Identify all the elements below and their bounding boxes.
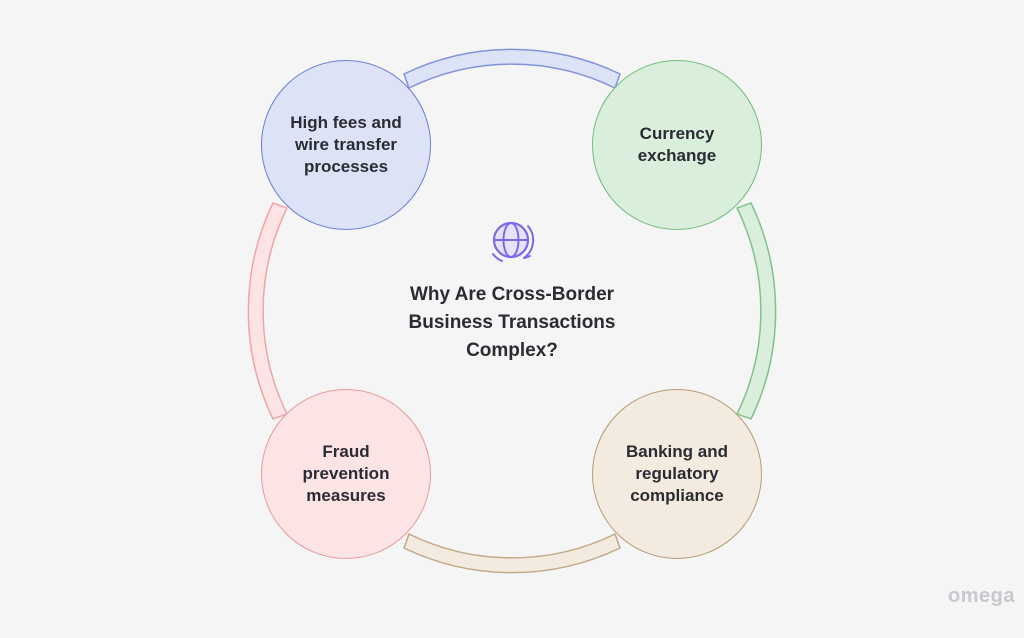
- brand-logo: omega: [948, 585, 1015, 607]
- node-label-banking-compliance: Banking and regulatory compliance: [625, 442, 728, 505]
- node-label-high-fees: High fees and wire transfer processes: [290, 113, 402, 176]
- node-label-currency-exchange: Currency exchange: [637, 124, 717, 165]
- diagram-title: Why Are Cross-Border Business Transactio…: [408, 284, 616, 361]
- node-currency-exchange: Currency exchange: [592, 60, 762, 230]
- node-high-fees: High fees and wire transfer processes: [261, 60, 431, 230]
- connector-bottom: [403, 532, 621, 574]
- node-fraud-prevention: Fraud prevention measures: [261, 389, 431, 559]
- node-label-fraud-prevention: Fraud prevention measures: [302, 442, 390, 505]
- connector-right: [735, 202, 777, 420]
- connector-left: [247, 202, 289, 420]
- connector-top: [403, 48, 621, 90]
- globe-icon: [492, 221, 535, 262]
- node-banking-compliance: Banking and regulatory compliance: [592, 389, 762, 559]
